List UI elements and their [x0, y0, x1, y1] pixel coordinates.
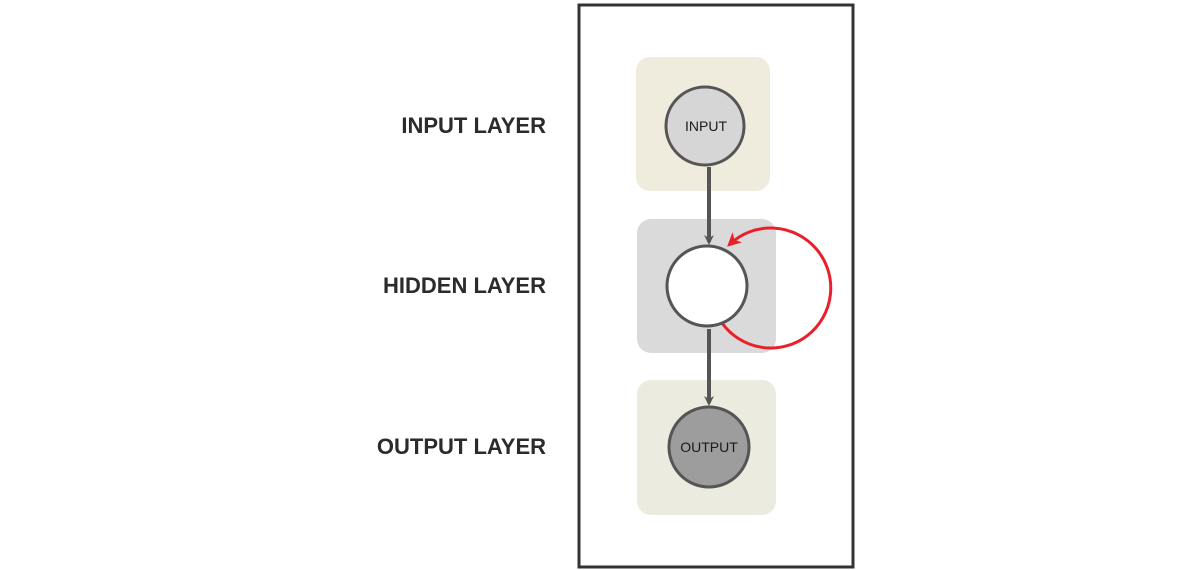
input-layer-label: INPUT LAYER	[401, 113, 546, 138]
output-node-label: OUTPUT	[680, 439, 738, 455]
input-node	[664, 85, 746, 167]
recurrent-loop-arrow	[720, 226, 833, 350]
hidden-node	[665, 244, 749, 328]
output-node	[667, 405, 751, 489]
input-node-label: INPUT	[685, 118, 727, 134]
output-layer-label: OUTPUT LAYER	[376, 434, 546, 459]
hidden-layer-label: HIDDEN LAYER	[383, 273, 546, 298]
